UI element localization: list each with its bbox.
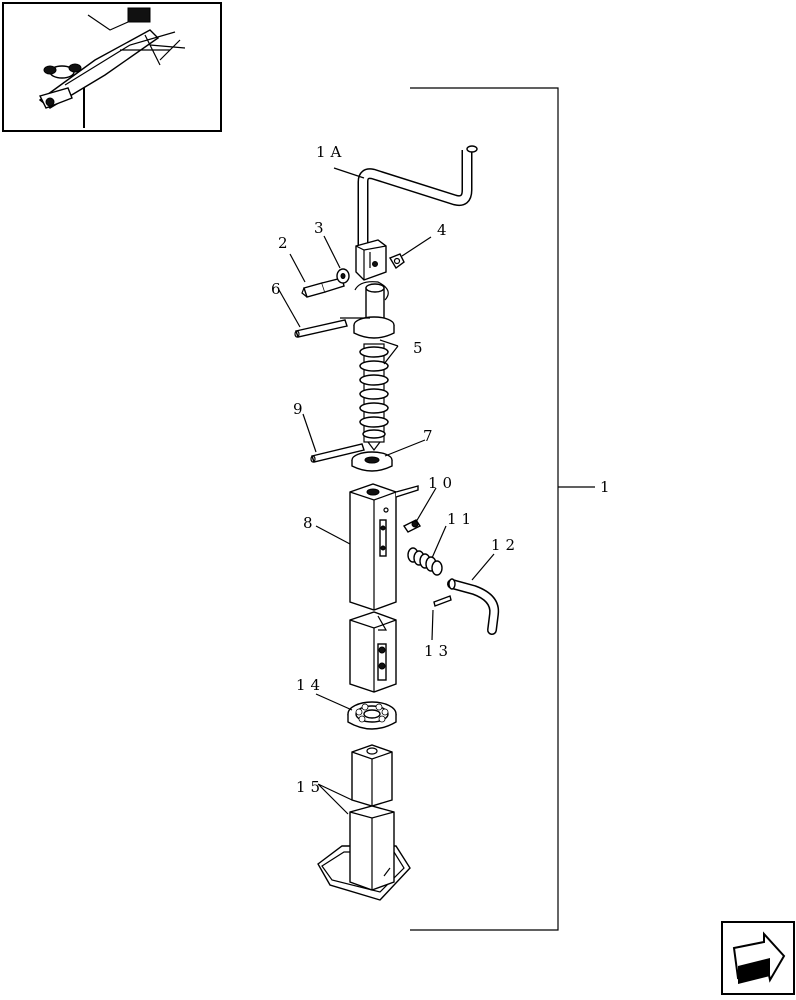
small-pin-part	[433, 595, 452, 607]
callout-1A: 1A	[316, 143, 346, 161]
outer-tube-part	[349, 483, 419, 611]
callout-7: 7	[423, 427, 438, 445]
callout-4: 4	[437, 221, 452, 239]
thumbnail-drawbar-illustration	[38, 7, 186, 128]
callout-12: 12	[491, 536, 520, 554]
spring-pin-part	[310, 443, 365, 463]
assembly-bracket	[410, 87, 595, 931]
nut-part	[388, 253, 405, 270]
compression-spring-part	[407, 547, 443, 576]
callout-11: 11	[447, 510, 476, 528]
bolt-part	[301, 277, 345, 298]
callout-1: 1	[600, 478, 615, 496]
callout-9: 9	[293, 400, 308, 418]
screw-shaft-part	[353, 281, 395, 339]
callout-5: 5	[413, 339, 428, 357]
thrust-washer-part	[351, 451, 393, 472]
inner-tube-part	[349, 611, 397, 693]
ball-bearing-part	[347, 701, 397, 730]
threaded-screw-part	[359, 343, 389, 451]
foot-tube-upper-part	[351, 744, 393, 807]
crank-handle-part	[355, 145, 478, 281]
callout-15: 15	[296, 778, 325, 796]
leader-lines	[278, 167, 495, 815]
callout-10: 10	[428, 474, 457, 492]
callout-3: 3	[314, 219, 329, 237]
callout-labels: 1A 2 3 4 5 6 7 8 9 10 11 12 13 14 15 1	[271, 143, 615, 796]
callout-6: 6	[271, 280, 286, 298]
roll-pin-part	[294, 317, 370, 338]
callout-2: 2	[278, 234, 293, 252]
next-page-button[interactable]	[721, 921, 795, 995]
arrow-next-icon	[732, 931, 786, 984]
locator-thumbnail	[2, 2, 222, 132]
grease-fitting-part	[402, 519, 422, 533]
foot-base-part	[317, 805, 411, 901]
callout-8: 8	[303, 514, 318, 532]
callout-13: 13	[424, 642, 453, 660]
lock-handle-part	[447, 578, 500, 635]
callout-14: 14	[296, 676, 325, 694]
